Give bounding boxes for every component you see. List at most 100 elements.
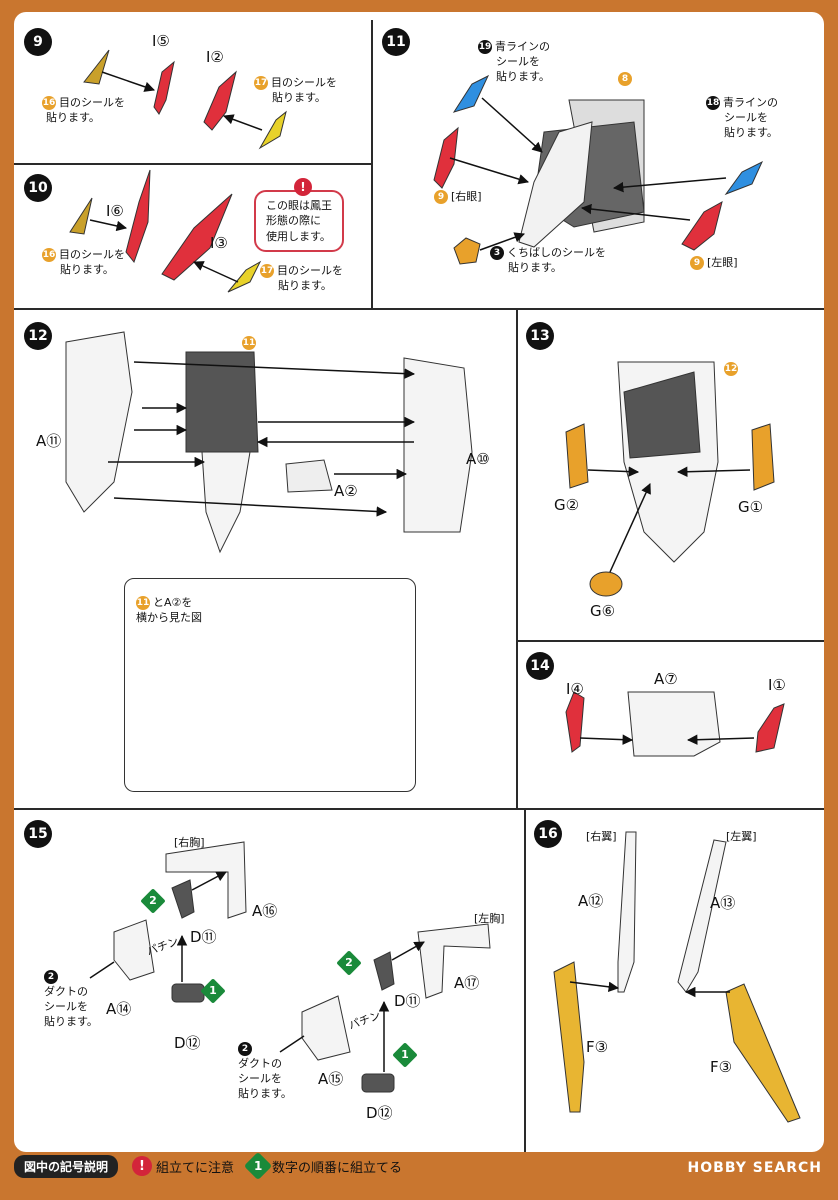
part-label: G② [554,496,580,514]
legend-title: 図中の記号説明 [14,1154,119,1178]
sticker-text: 青ラインの [495,40,550,53]
divider [516,308,518,808]
divider [516,640,824,642]
legend-order: 1 数字の順番に組立てる [243,1151,403,1181]
note-text: この眼は鳳王 [266,199,332,212]
left-eye-label: 9[左眼] [690,254,738,270]
sticker-text: 目のシールを [59,96,125,109]
step-number: 9 [24,28,52,56]
part-label: A⑰ [454,974,480,992]
part-label: A② [334,482,358,500]
divider [14,163,371,165]
sticker-text: 貼ります。 [724,125,778,139]
sticker-text: 目のシールを [59,248,125,261]
sticker-text: くちばしのシールを [507,246,606,259]
part-label: I② [206,48,224,66]
legend-caution: ! 組立てに注意 [132,1156,234,1176]
step-number: 15 [24,820,52,848]
order-icon: 2 [140,888,166,914]
inset-text: とA②を [153,596,193,609]
sub-number: 12 [724,361,738,376]
sticker-number: 9 [434,190,448,204]
sticker-text: 貼ります。 [496,69,550,83]
part-label: A⑩ [466,450,490,468]
part-label: G⑥ [590,602,616,620]
sticker-note: 2 ダクトの シールを 貼ります。 [238,1042,292,1101]
part-label: G① [738,498,764,516]
order-icon: 1 [243,1151,273,1181]
chest-label: [右胸] [174,836,205,849]
note-text: 形態の際に [266,214,321,228]
sub-number: 11 [136,596,150,610]
sticker-text: 貼ります。 [60,262,114,276]
sticker-text: ダクトの [238,1056,282,1070]
order-icon: 1 [392,1042,418,1068]
part-label: D⑪ [394,992,421,1010]
note-text: 使用します。 [266,229,331,243]
sticker-number: 16 [42,96,56,110]
part-label: A⑦ [654,670,678,688]
part-label: D⑫ [366,1104,393,1122]
sticker-number: 3 [490,246,504,260]
chest-label: [左胸] [474,912,505,925]
part-label: F③ [586,1038,609,1056]
inset-text: 横から見た図 [136,610,202,624]
caution-icon: ! [132,1156,153,1176]
order-icon: 2 [336,950,362,976]
part-label: I③ [210,234,228,252]
part-label: I⑤ [152,32,170,50]
sub-number: 8 [618,71,632,86]
sticker-text: ダクトの [44,984,88,998]
sticker-text: シールを [44,999,88,1013]
caution-note: ! この眼は鳳王 形態の際に 使用します。 [254,178,344,253]
sticker-number: 2 [44,970,58,984]
sub-assembly-ref: 12 [724,358,741,377]
sticker-text: 貼ります。 [44,1014,98,1028]
divider [14,808,824,810]
step-number: 12 [24,322,52,350]
step-number: 10 [24,174,52,202]
sub-assembly-ref: 11 [242,332,259,351]
sub-number: 11 [242,335,256,350]
tag-text: [右眼] [451,190,482,203]
caution-icon: ! [294,178,312,196]
legend-order-text: 数字の順番に組立てる [272,1160,403,1176]
step-number: 13 [526,322,554,350]
sticker-text: 貼ります。 [508,260,562,274]
divider [524,808,526,1152]
tag-text: [左眼] [707,256,738,269]
sticker-text: シールを [724,110,768,124]
sticker-number: 16 [42,248,56,262]
part-label: I① [768,676,786,694]
sticker-note: 2 ダクトの シールを 貼ります。 [44,970,98,1029]
sticker-number: 2 [238,1042,252,1056]
order-icon: 1 [200,978,226,1004]
part-label: D⑫ [174,1034,201,1052]
sticker-number: 18 [706,96,720,110]
step-number: 14 [526,652,554,680]
divider [14,308,824,310]
watermark: HOBBY SEARCH [687,1160,822,1176]
part-label: A⑬ [710,894,736,912]
divider [371,20,373,308]
sticker-text: 青ラインの [723,96,778,109]
part-label: D⑪ [190,928,217,946]
sticker-number: 9 [690,256,704,270]
sub-assembly-ref: 8 [618,68,635,87]
sticker-text: シールを [238,1071,282,1085]
step-number: 16 [534,820,562,848]
sticker-text: 貼ります。 [278,278,332,292]
part-label: I④ [566,680,584,698]
part-label: I⑥ [106,202,124,220]
sticker-text: シールを [496,54,540,68]
sticker-text: 貼ります。 [272,90,326,104]
sticker-text: 目のシールを [277,264,343,277]
sticker-number: 19 [478,40,492,54]
side-view-inset [124,578,416,792]
